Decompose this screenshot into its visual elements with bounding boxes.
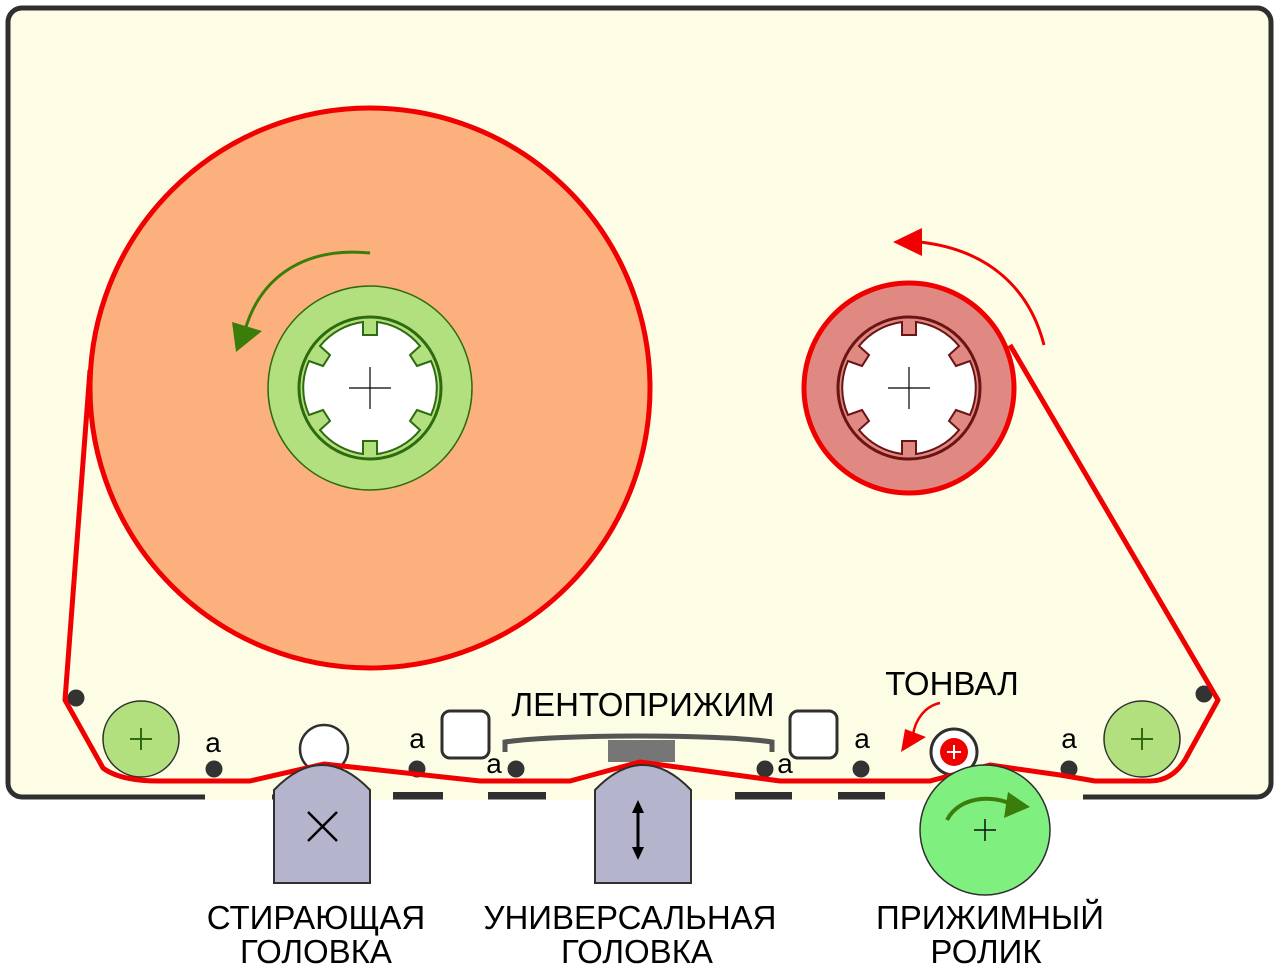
pressure-pad-felt [608,740,675,762]
double-arrow-icon [632,800,644,860]
plus-icon [1131,728,1153,750]
plus-icon [349,367,391,409]
guide-marker-label: a [1061,723,1077,754]
guide-marker-label: a [486,748,502,779]
guide-markers: a a a a a a [205,723,1077,779]
plus-icon [974,819,996,841]
guide-marker-label: a [854,723,870,754]
erase-head-label-line2: ГОЛОВКА [240,933,392,970]
erase-head-label-line1: СТИРАЮЩАЯ [207,899,426,936]
right-guide-roller [1103,700,1181,778]
plus-icon [888,367,930,409]
capstan-label: ТОНВАЛ [885,665,1018,702]
guide-marker-label: a [205,727,221,758]
pressure-pad-right-block [788,709,839,760]
guide-marker-label: a [409,723,425,754]
guide-marker-label: a [777,748,793,779]
plus-icon [130,728,152,750]
takeup-reel [801,228,1046,496]
tape-path [62,343,1221,784]
pinch-roller-label-line1: ПРИЖИМНЫЙ [876,899,1104,936]
pressure-pad-spring [502,733,775,752]
takeup-rotation-arrow [919,240,1046,346]
universal-head-label-line1: УНИВЕРСАЛЬНАЯ [483,899,776,936]
capstan-rotation-arrow [911,701,941,736]
capstan [901,701,979,777]
pinch-roller [919,764,1051,896]
erase-head [273,764,371,884]
supply-rotation-arrow [243,250,371,331]
pinch-roller-label-line2: РОЛИК [930,933,1042,970]
cross-icon [307,811,338,842]
left-guide-roller [102,700,180,778]
supply-reel [87,105,653,671]
universal-head [594,764,692,884]
pressure-pad-label: ЛЕНТОПРИЖИМ [512,686,775,723]
universal-head-label-line2: ГОЛОВКА [561,933,713,970]
pressure-pad-left-block [440,709,491,760]
